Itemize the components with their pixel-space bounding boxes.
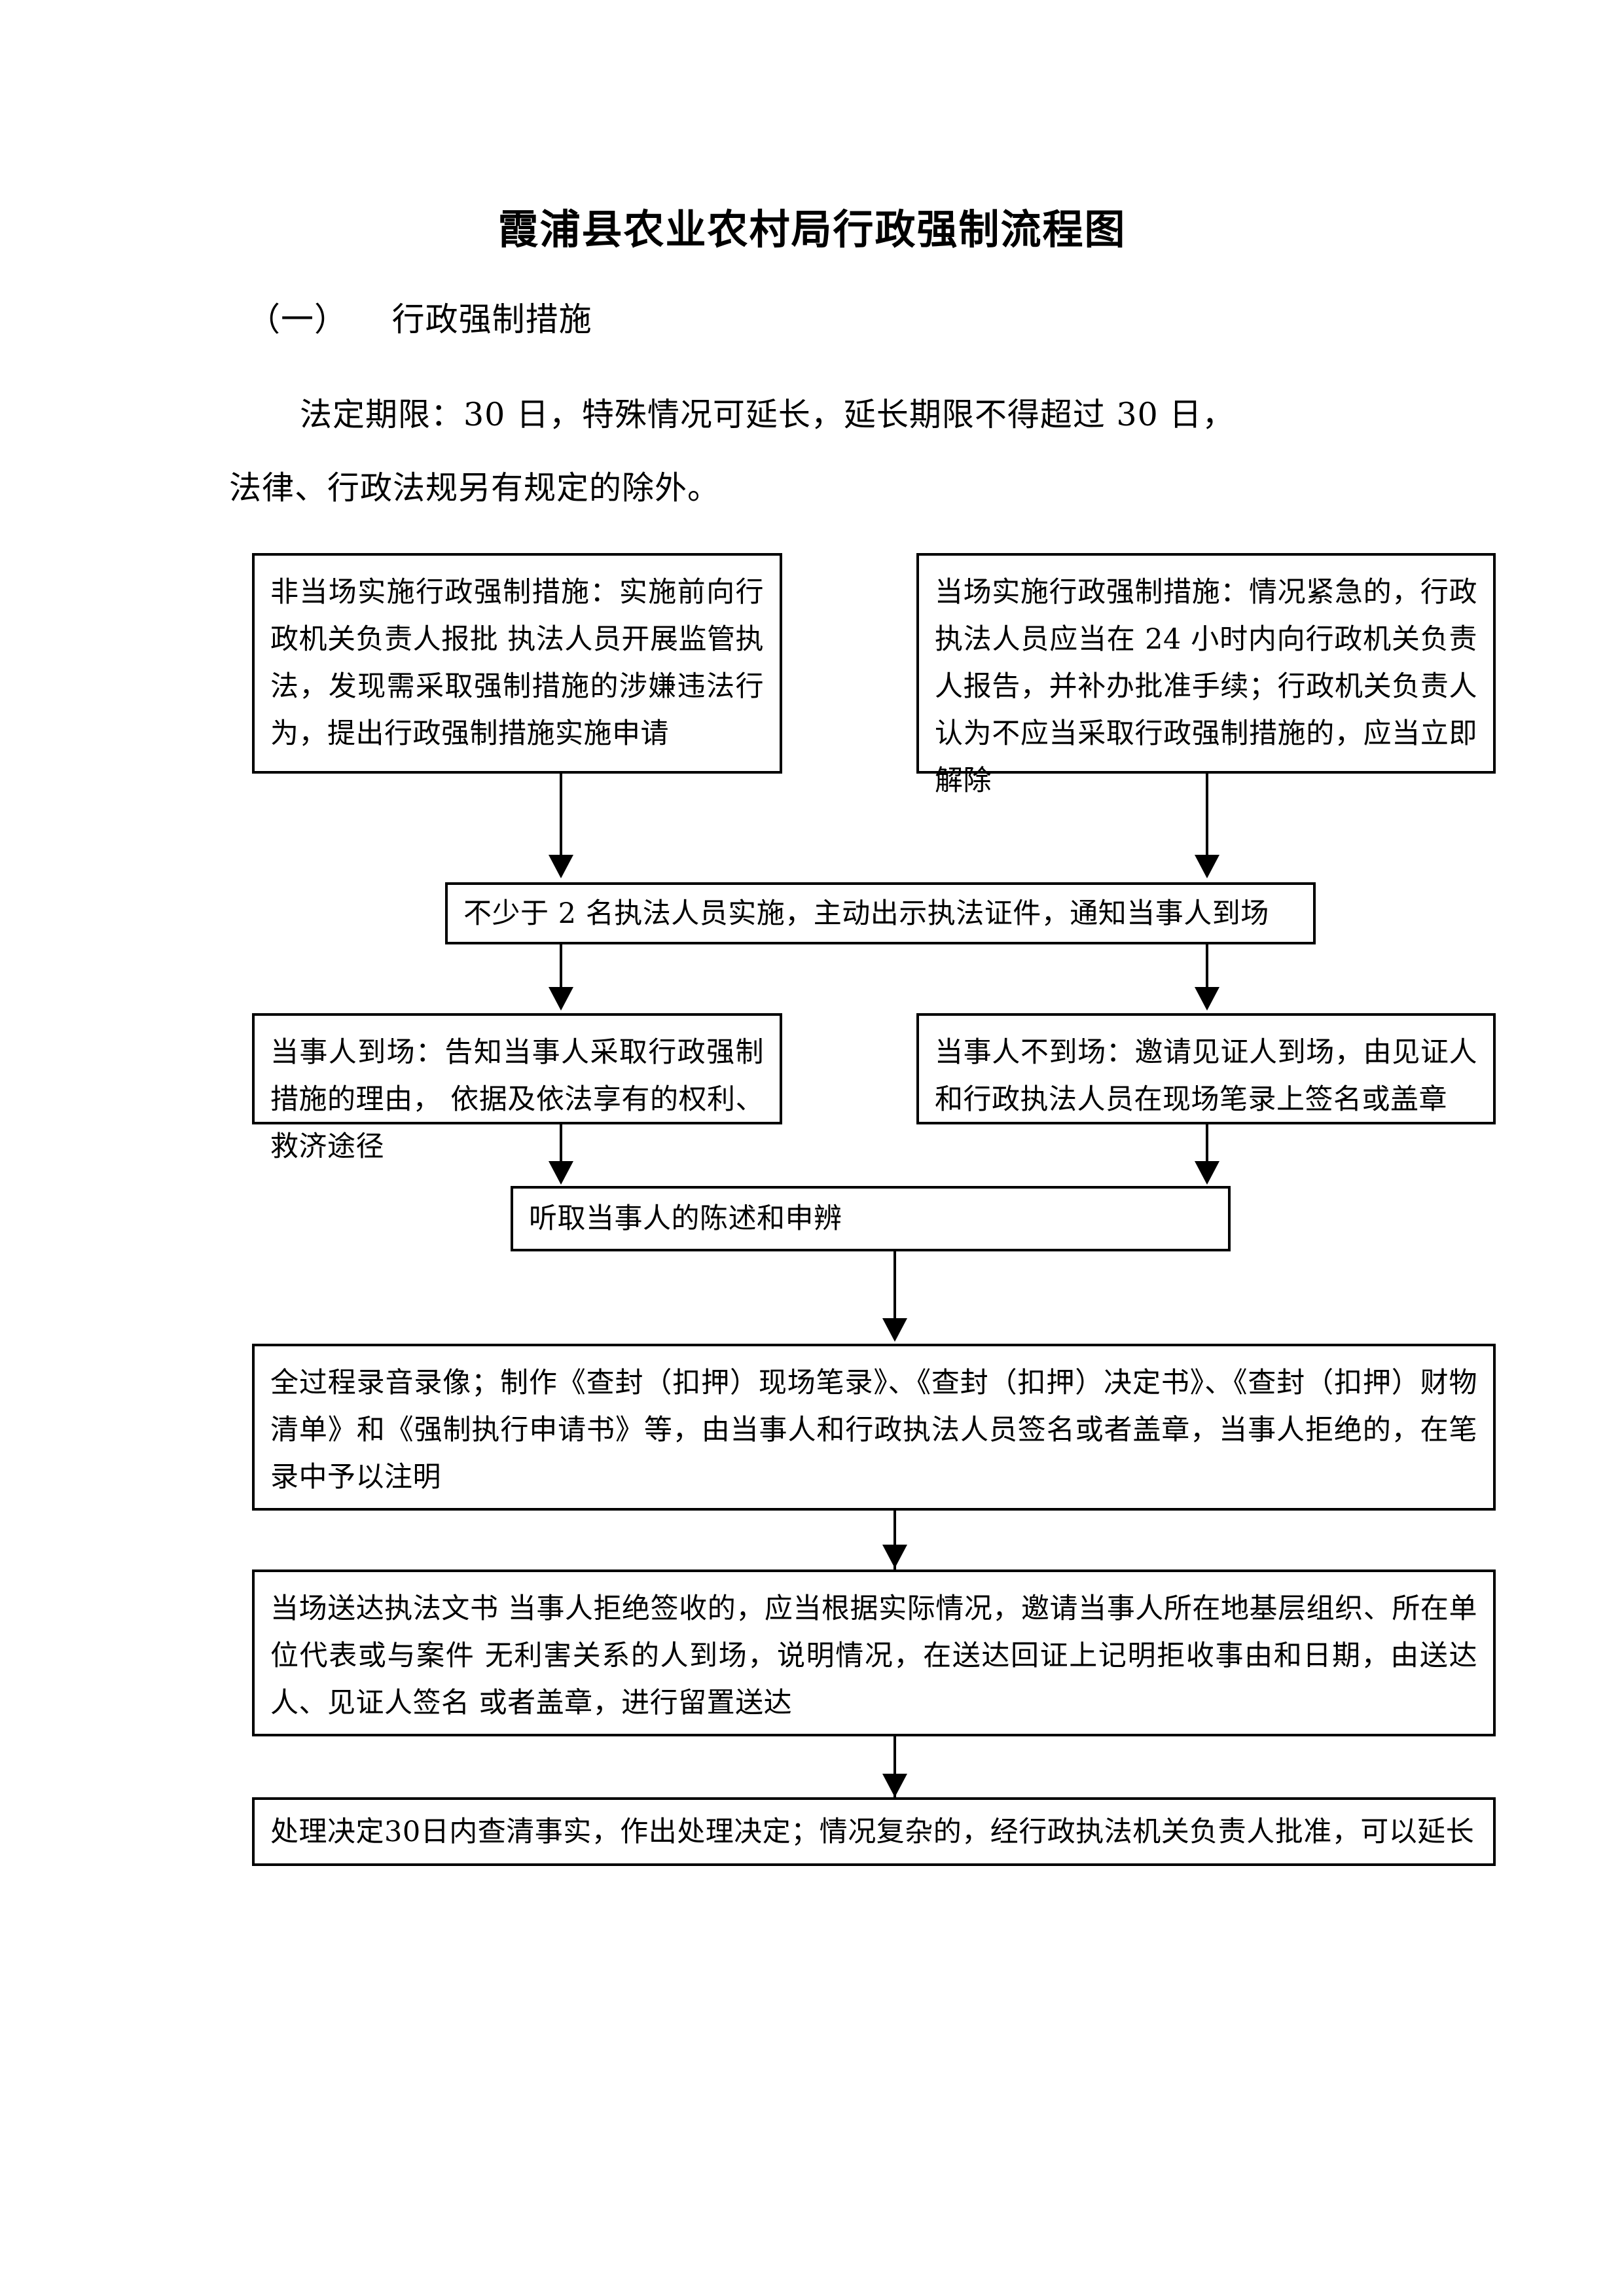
arrow-stem-service-to-decision: [893, 1736, 896, 1799]
arrow-stem-statement-to-recording: [893, 1251, 896, 1320]
arrow-head-nonsite-to-two-officers: [549, 855, 573, 878]
arrow-head-party-absent-to-statement: [1195, 1161, 1219, 1185]
flow-node-on-site-service: 当场送达执法文书 当事人拒绝签收的，应当根据实际情况，邀请当事人所在地基层组织、…: [252, 1570, 1496, 1736]
flow-node-handling-decision: 处理决定30日内查清事实，作出处理决定；情况复杂的，经行政执法机关负责人批准，可…: [252, 1797, 1496, 1866]
arrow-stem-two-officers-to-party-absent: [1206, 944, 1208, 989]
flow-node-on-site-measure: 当场实施行政强制措施：情况紧急的，行政执法人员应当在 24 小时内向行政机关负责…: [916, 553, 1496, 797]
flow-node-two-officers: 不少于 2 名执法人员实施，主动出示执法证件，通知当事人到场: [445, 882, 1316, 944]
arrow-stem-onsite-to-two-officers: [1206, 774, 1208, 857]
flow-node-non-site-measure: 非当场实施行政强制措施：实施前向行政机关负责人报批 执法人员开展监管执法，发现需…: [252, 553, 782, 774]
paragraph-line-1: 法定期限：30 日，特殊情况可延长，延长期限不得超过 30 日，: [300, 396, 1235, 433]
arrow-head-onsite-to-two-officers: [1195, 855, 1219, 878]
arrow-stem-party-absent-to-statement: [1206, 1124, 1208, 1162]
flow-node-hear-statement: 听取当事人的陈述和申辨: [511, 1186, 1231, 1251]
paragraph-line-2: 法律、行政法规另有规定的除外。: [229, 469, 721, 507]
arrow-stem-recording-to-service: [893, 1511, 896, 1570]
flow-node-party-present: 当事人到场：告知当事人采取行政强制措施的理由， 依据及依法享有的权利、救济途径: [252, 1013, 782, 1163]
arrow-stem-party-present-to-statement: [560, 1124, 562, 1162]
arrow-head-service-to-decision: [882, 1774, 907, 1797]
arrow-head-recording-to-service: [882, 1545, 907, 1568]
flow-node-party-absent: 当事人不到场：邀请见证人到场，由见证人和行政执法人员在现场笔录上签名或盖章: [916, 1013, 1496, 1124]
flow-node-recording-documents: 全过程录音录像；制作《查封（扣押）现场笔录》、《查封（扣押）决定书》、《查封（扣…: [252, 1344, 1496, 1511]
arrow-head-party-present-to-statement: [549, 1161, 573, 1185]
arrow-head-two-officers-to-party-absent: [1195, 987, 1219, 1011]
arrow-stem-nonsite-to-two-officers: [560, 774, 562, 857]
section-label: （一） 行政强制措施: [247, 300, 592, 338]
arrow-stem-two-officers-to-party-present: [560, 944, 562, 989]
arrow-head-two-officers-to-party-present: [549, 987, 573, 1011]
page-title: 霞浦县农业农村局行政强制流程图: [497, 206, 1127, 253]
arrow-head-statement-to-recording: [882, 1318, 907, 1342]
